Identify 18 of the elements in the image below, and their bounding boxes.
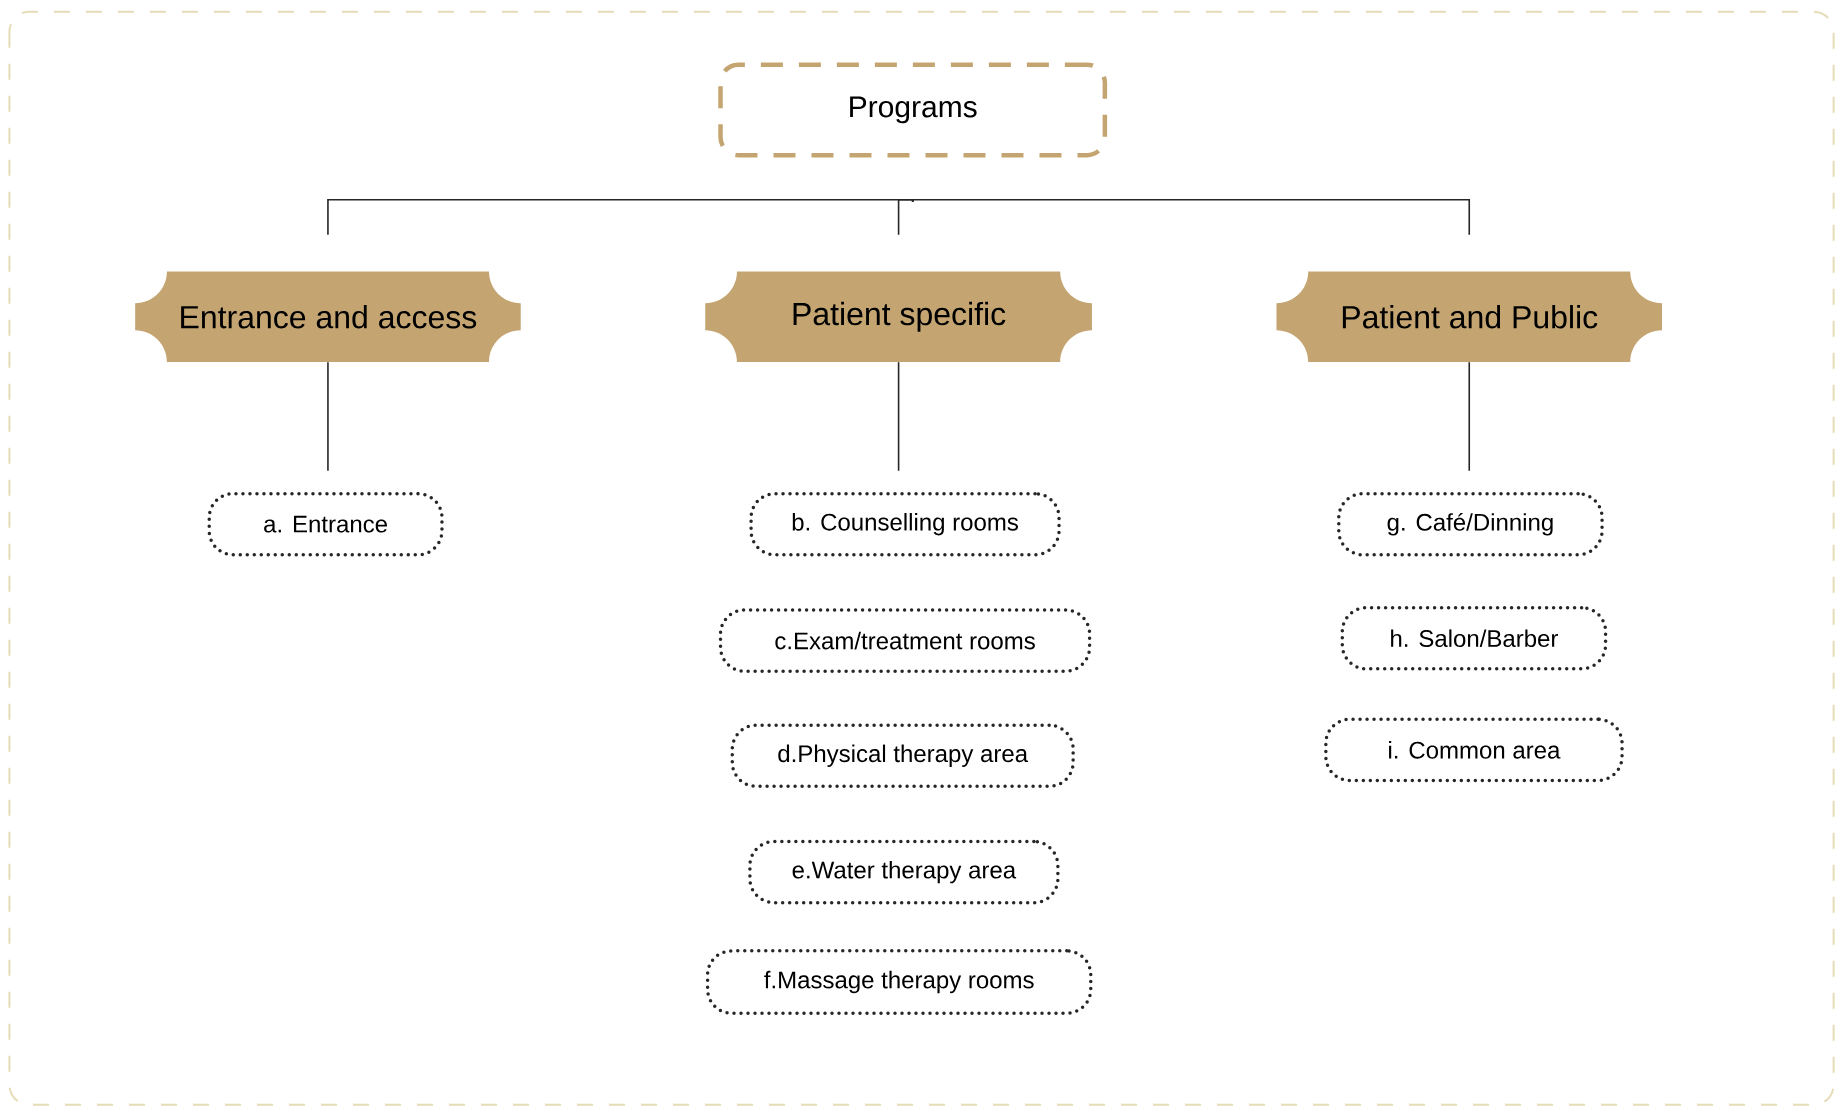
program-box: c.Exam/treatment rooms xyxy=(718,608,1092,673)
program-box: e.Water therapy area xyxy=(748,839,1060,905)
connector-line xyxy=(1468,361,1471,472)
category-box: Patient and Public xyxy=(1276,271,1662,363)
program-box: h. Salon/Barber xyxy=(1340,605,1608,671)
category-box: Entrance and access xyxy=(135,271,521,363)
heading-box: Programs xyxy=(718,62,1108,158)
program-box: i. Common area xyxy=(1324,717,1624,783)
program-box: a. Entrance xyxy=(207,491,444,557)
program-box: f.Massage therapy rooms xyxy=(705,949,1093,1015)
program-box: d.Physical therapy area xyxy=(730,723,1075,789)
category-box: Patient specific xyxy=(705,271,1092,363)
connector-line xyxy=(327,361,329,472)
program-box: g. Café/Dinning xyxy=(1337,491,1604,557)
connector-line xyxy=(897,199,914,236)
program-box: b. Counselling rooms xyxy=(749,491,1061,557)
connector-line xyxy=(911,199,1471,236)
connector-line xyxy=(897,361,900,472)
